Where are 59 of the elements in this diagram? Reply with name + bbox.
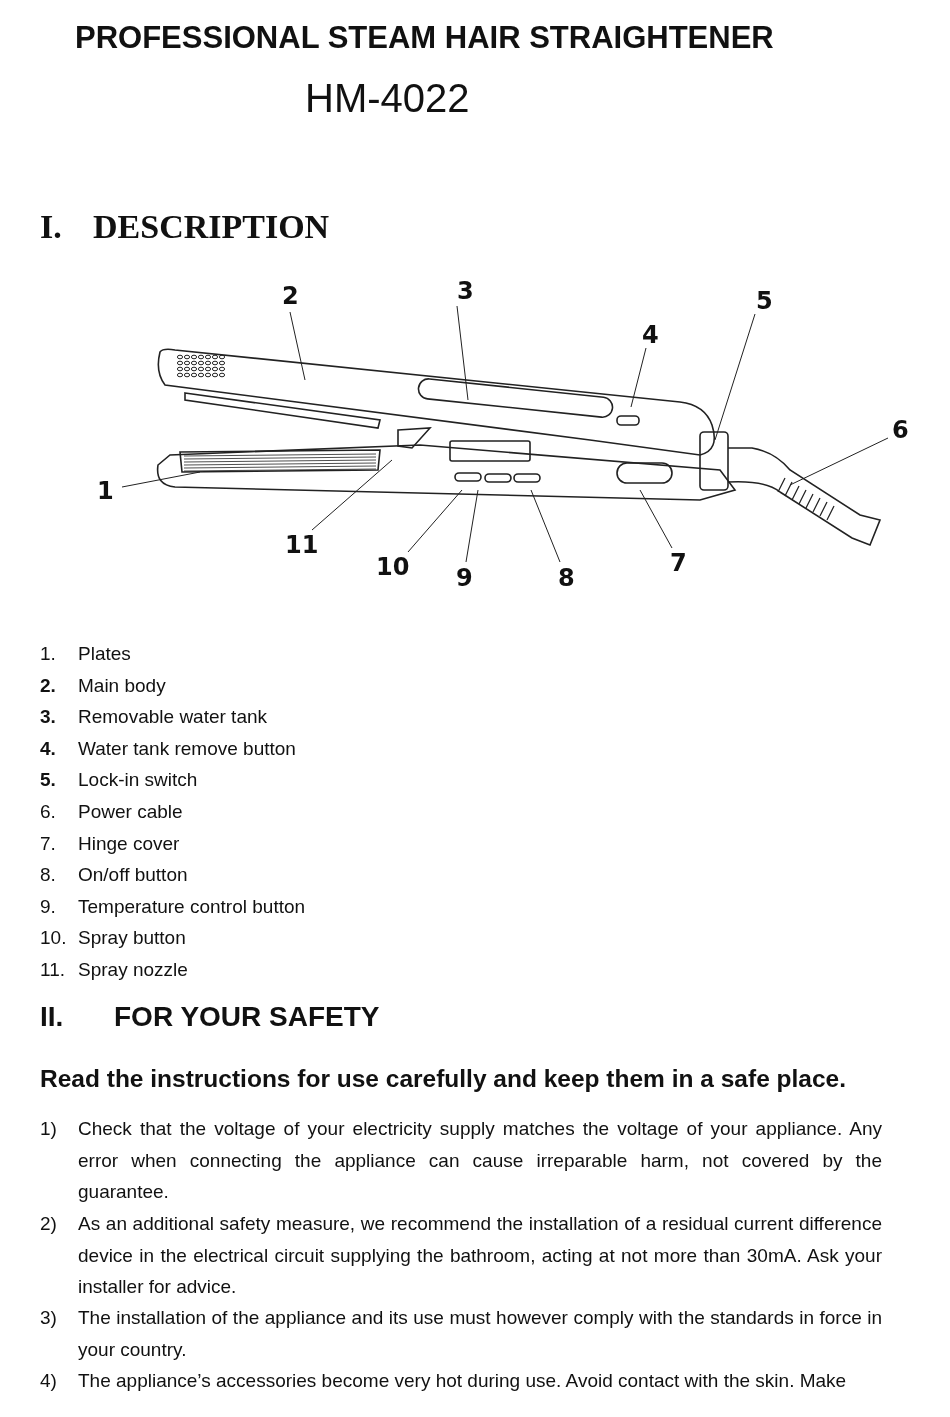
section-number: I. bbox=[40, 208, 62, 246]
leader-line bbox=[456, 305, 469, 401]
item-number: 4) bbox=[40, 1369, 57, 1393]
list-number: 11. bbox=[40, 959, 65, 981]
section-heading: FOR YOUR SAFETY bbox=[114, 1001, 380, 1033]
list-item: Spray button bbox=[78, 927, 186, 950]
title: PROFESSIONAL STEAM HAIR STRAIGHTENER bbox=[75, 20, 774, 56]
list-item: On/off button bbox=[78, 864, 188, 887]
list-number: 10. bbox=[40, 927, 67, 950]
paragraph: The installation of the appliance and its use must however comply with the standards in force in your country. bbox=[78, 1306, 882, 1362]
list-number: 8. bbox=[40, 864, 56, 887]
list-number: 5. bbox=[40, 769, 56, 792]
list-number: 1. bbox=[40, 643, 56, 665]
item-number: 3) bbox=[40, 1306, 57, 1330]
list-number: 2. bbox=[40, 674, 56, 697]
list-item: Removable water tank bbox=[78, 706, 268, 729]
list-item: Temperature control button bbox=[78, 895, 306, 918]
model-number: HM-4022 bbox=[305, 76, 470, 121]
paragraph: The appliance’s accessories become very hot during use. Avoid contact with the skin. Make bbox=[78, 1369, 848, 1393]
leader-line bbox=[639, 489, 673, 549]
paragraph: Check that the voltage of your electricity supply matches the voltage of your appliance. Any error when connecting the appliance can cause irreparable harm, not covered by the guarantee. bbox=[78, 1117, 882, 1205]
list-number: 3. bbox=[40, 706, 56, 729]
list-item: Hinge cover bbox=[78, 832, 180, 855]
section-number: II. bbox=[40, 1001, 64, 1033]
leader-line bbox=[311, 459, 393, 531]
list-number: 6. bbox=[40, 801, 56, 823]
item-number: 1) bbox=[40, 1117, 57, 1141]
callout-number: 8 bbox=[558, 565, 575, 591]
list-item: Water tank remove button bbox=[78, 737, 296, 760]
list-item: Lock-in switch bbox=[78, 769, 198, 792]
callout-number: 1 bbox=[97, 478, 114, 504]
leader-line bbox=[289, 311, 306, 381]
list-number: 7. bbox=[40, 832, 56, 855]
leader-line bbox=[714, 313, 756, 441]
callout-number: 7 bbox=[670, 550, 687, 576]
list-number: 9. bbox=[40, 895, 56, 918]
leader-line bbox=[407, 489, 463, 553]
leader-line bbox=[465, 489, 479, 563]
leader-line bbox=[121, 471, 201, 488]
leader-line bbox=[789, 437, 889, 486]
section-heading: DESCRIPTION bbox=[93, 208, 330, 246]
list-item: Main body bbox=[78, 674, 166, 697]
list-item: Spray nozzle bbox=[78, 959, 188, 981]
callout-number: 3 bbox=[457, 278, 474, 304]
callout-number: 5 bbox=[756, 288, 773, 314]
list-number: 4. bbox=[40, 737, 56, 760]
callout-number: 10 bbox=[376, 554, 410, 580]
callout-number: 9 bbox=[456, 565, 473, 591]
subheading: Read the instructions for use carefully and keep them in a safe place. bbox=[40, 1065, 847, 1093]
callout-number: 6 bbox=[892, 417, 909, 443]
leader-line bbox=[630, 347, 647, 408]
item-number: 2) bbox=[40, 1212, 57, 1236]
callout-number: 2 bbox=[282, 283, 299, 309]
list-item: Plates bbox=[78, 643, 131, 665]
callout-number: 4 bbox=[642, 322, 659, 348]
callout-number: 11 bbox=[285, 532, 319, 558]
list-item: Power cable bbox=[78, 801, 183, 823]
paragraph: As an additional safety measure, we recommend the installation of a residual current difference device in the electrical circuit supplying the bathroom, acting at not more than 30mA. Ask your installer for advice. bbox=[78, 1212, 882, 1300]
leader-line bbox=[530, 489, 561, 563]
